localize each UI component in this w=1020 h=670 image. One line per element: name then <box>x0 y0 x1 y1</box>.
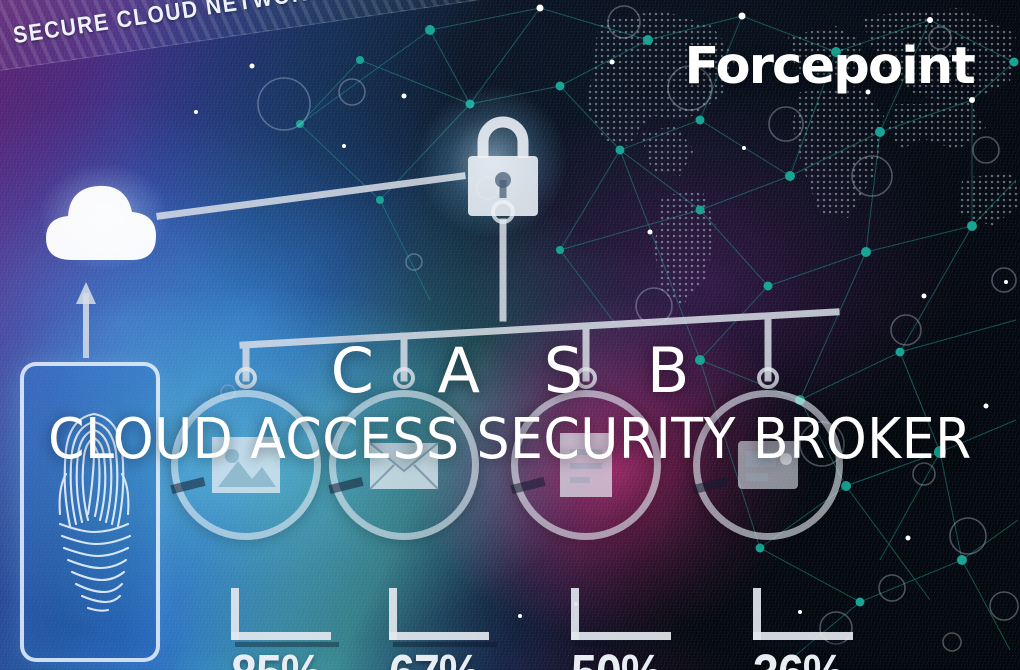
document-node[interactable] <box>511 390 661 540</box>
document-icon <box>560 433 612 497</box>
node-ring <box>511 390 661 540</box>
stat-block-4: 36% <box>753 588 903 670</box>
stat-value: 36% <box>753 647 882 670</box>
node-ring <box>171 390 321 540</box>
stat-block-1: 85% <box>231 588 381 670</box>
stat-value: 85% <box>231 647 360 670</box>
image-node[interactable] <box>171 390 321 540</box>
stat-value: 67% <box>389 647 518 670</box>
page-title: C A S B <box>330 334 712 407</box>
image-icon <box>212 437 280 493</box>
fingerprint-icon <box>58 412 132 612</box>
bracket-icon <box>571 588 679 647</box>
mail-node[interactable] <box>329 390 479 540</box>
file-node[interactable] <box>693 390 843 540</box>
cloud-icon <box>36 168 166 268</box>
envelope-icon <box>369 442 439 490</box>
stat-block-3: 50% <box>571 588 721 670</box>
mobile-device-frame <box>20 362 160 662</box>
node-ring <box>329 390 479 540</box>
padlock-hub-icon <box>459 112 547 222</box>
bracket-icon <box>753 588 861 647</box>
stat-value: 50% <box>571 647 700 670</box>
bracket-icon <box>389 588 497 647</box>
bracket-icon <box>231 588 339 647</box>
page-subtitle: CLOUD ACCESS SECURITY BROKER <box>48 407 972 472</box>
stat-block-2: 67% <box>389 588 539 670</box>
file-icon <box>738 441 798 489</box>
forcepoint-logo: Forcepoint <box>684 37 976 96</box>
node-ring <box>693 390 843 540</box>
